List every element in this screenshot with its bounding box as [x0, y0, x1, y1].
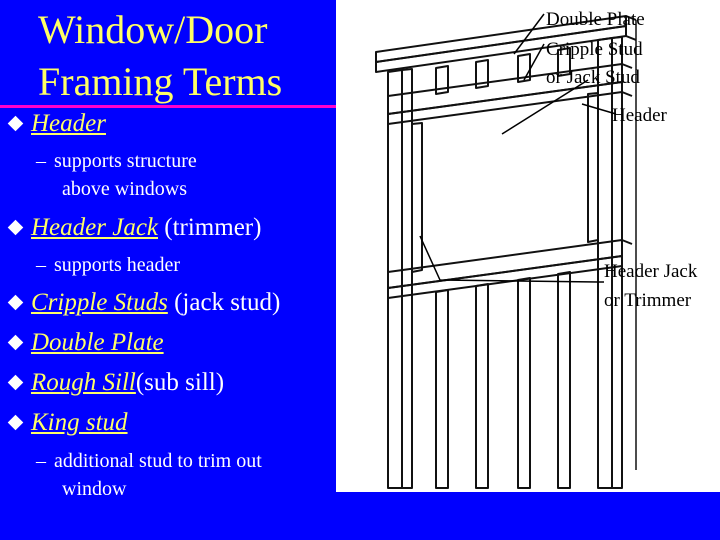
bullet-king-stud: King stud — [6, 408, 128, 438]
leader-double-plate — [513, 13, 545, 55]
rough-sill-suffix: (sub sill) — [135, 369, 225, 396]
diamond-bullet-icon — [7, 294, 24, 311]
term-rough-sill: Rough Sill — [31, 369, 136, 396]
callout-cripple-stud: Cripple Stud — [546, 39, 643, 60]
diamond-bullet-icon — [7, 334, 24, 351]
callout-header-jack: Header Jack — [604, 261, 698, 282]
slide-title: Window/Door Framing Terms — [38, 4, 328, 108]
diamond-bullet-icon — [7, 374, 24, 391]
leader-lines — [419, 13, 617, 283]
bullet-rough-sill: Rough Sill(sub sill) — [6, 368, 224, 398]
upper-cripple-studs-drawing — [435, 47, 571, 95]
header-jack-suffix: (trimmer) — [164, 214, 262, 241]
leader-cripple-stud — [523, 43, 545, 81]
sub-king-stud-line-2: window — [62, 478, 127, 500]
double-plate-drawing — [375, 15, 637, 73]
leader-jack-stud — [501, 79, 589, 135]
sub-king-stud-line-1: additional stud to trim out — [54, 450, 262, 472]
right-king-stud-drawing — [597, 36, 623, 489]
diamond-bullet-icon — [7, 115, 24, 132]
framing-diagram: Double Plate Cripple Stud or Jack Stud H… — [336, 0, 720, 492]
header-drawing — [387, 63, 633, 125]
sub-king-stud: –additional stud to trim out window — [36, 447, 336, 503]
title-line-2: Framing Terms — [38, 59, 283, 104]
left-studs-drawing — [387, 68, 413, 489]
leader-header-jack-left — [419, 235, 599, 283]
lower-cripple-studs-drawing — [435, 271, 571, 489]
leader-header — [581, 103, 617, 115]
term-cripple-studs: Cripple Studs — [31, 289, 168, 316]
bullet-cripple-studs: Cripple Studs (jack stud) — [6, 288, 280, 318]
title-line-1: Window/Door — [38, 7, 268, 52]
sub-header-line-1: supports structure — [54, 150, 197, 172]
sub-header-jack-line-1: supports header — [54, 254, 181, 276]
diamond-bullet-icon — [7, 414, 24, 431]
bullet-header-jack: Header Jack (trimmer) — [6, 213, 261, 243]
term-double-plate: Double Plate — [31, 329, 164, 356]
sub-header-line-2: above windows — [62, 178, 187, 200]
term-header-jack: Header Jack — [31, 214, 159, 241]
callout-header: Header — [612, 105, 667, 126]
sub-header-jack: –supports header — [36, 254, 181, 276]
term-king-stud: King stud — [31, 409, 128, 436]
bullet-header: Header — [6, 109, 106, 139]
framing-drawing — [375, 13, 637, 489]
sub-header: –supports structure above windows — [36, 147, 336, 203]
term-header: Header — [31, 110, 106, 137]
trimmer-studs-drawing — [411, 92, 599, 273]
callout-trimmer: or Trimmer — [604, 290, 692, 311]
title-rule — [0, 105, 336, 108]
rough-sill-drawing — [387, 239, 633, 299]
callout-jack-stud: or Jack Stud — [546, 67, 640, 88]
diamond-bullet-icon — [7, 219, 24, 236]
bullet-double-plate: Double Plate — [6, 328, 164, 358]
cripple-suffix: (jack stud) — [174, 289, 281, 316]
callout-double-plate: Double Plate — [546, 9, 645, 30]
